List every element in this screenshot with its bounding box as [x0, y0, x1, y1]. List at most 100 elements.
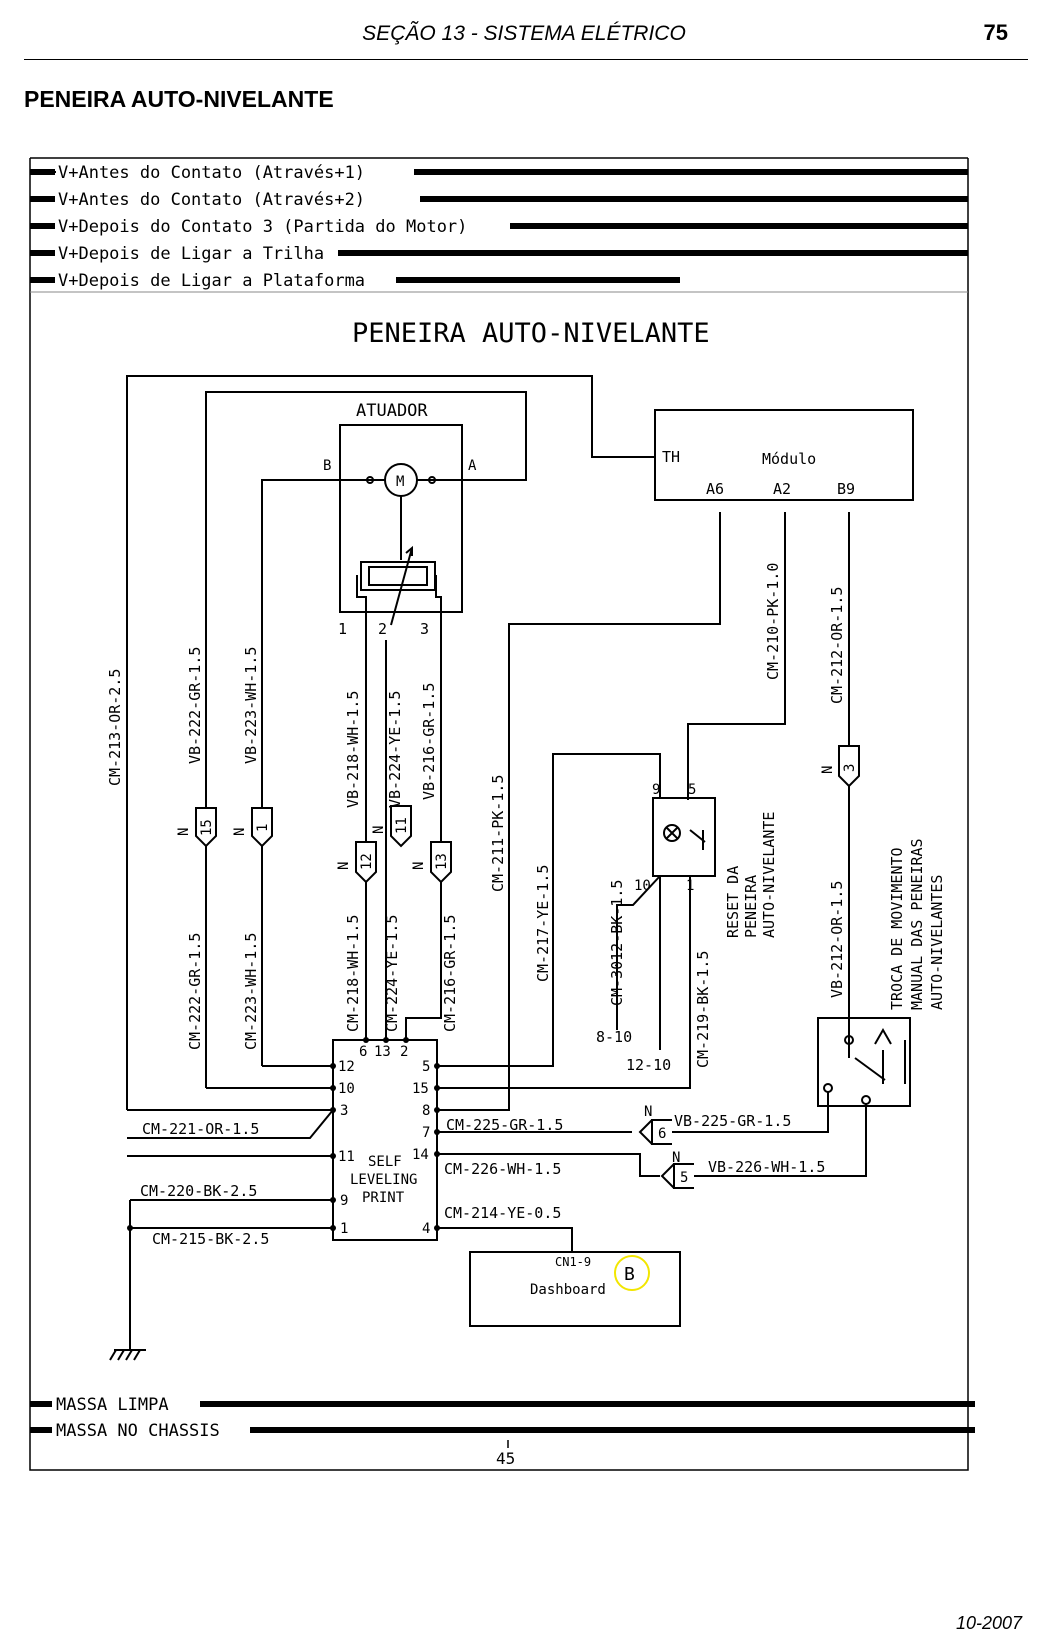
reset-pin-10: 10: [634, 878, 651, 894]
wire-label-cm212: CM-212-OR-1.5: [828, 587, 846, 704]
motor-label: M: [396, 474, 404, 490]
wire-label-vb216: VB-216-GR-1.5: [420, 683, 438, 800]
module-title: Módulo: [762, 450, 816, 468]
pcb-right-pin-7: 7: [422, 1125, 430, 1141]
wire-cm219: [437, 876, 691, 1089]
wire-label-vb223: VB-223-WH-1.5: [242, 647, 260, 764]
bottom-bus-lines: [30, 1401, 975, 1433]
connector-3: [838, 745, 860, 788]
dashboard-connector: CN1-9: [555, 1255, 591, 1269]
actuator-box: [339, 424, 463, 613]
wire-label-vb222: VB-222-GR-1.5: [186, 647, 204, 764]
pcb-top-pin-6: 6: [359, 1044, 367, 1060]
pcb-right-pin-8: 8: [422, 1103, 430, 1119]
wire-label-cm214: CM-214-YE-0.5: [444, 1204, 561, 1222]
wire-label-cm213: CM-213-OR-2.5: [106, 669, 124, 786]
wire-vb225: [672, 1092, 829, 1133]
wire-label-cm220: CM-220-BK-2.5: [140, 1182, 257, 1200]
wire-cm226: [437, 1153, 660, 1177]
bus-label-5: V+Depois de Ligar a Plataforma: [58, 271, 365, 291]
connector-11: [390, 805, 412, 848]
pcb-right-pin-14: 14: [412, 1147, 429, 1163]
pcb-label-3: PRINT: [362, 1190, 405, 1206]
pcb-left-pin-3: 3: [340, 1103, 348, 1119]
actuator-pin-1: 1: [338, 620, 347, 638]
wire-label-cm211: CM-211-PK-1.5: [489, 775, 507, 892]
wire-label-vb218: VB-218-WH-1.5: [344, 691, 362, 808]
module-pin-a6: A6: [706, 480, 724, 498]
manual-switch-box: [817, 1017, 911, 1107]
connector-label-12: 12: [359, 853, 375, 870]
dashboard-label: Dashboard: [530, 1282, 606, 1298]
pcb-label-2: LEVELING: [350, 1172, 417, 1188]
bus-label-4: V+Depois de Ligar a Trilha: [58, 244, 324, 264]
connector-1: [251, 807, 273, 848]
wire-label-cm210: CM-210-PK-1.0: [764, 563, 782, 680]
pcb-top-pin-13: 13: [374, 1044, 391, 1060]
connector-n-5: N: [672, 1150, 680, 1166]
pcb-right-pin-4: 4: [422, 1221, 430, 1237]
page-header: SEÇÃO 13 - SISTEMA ELÉTRICO 75: [0, 0, 1048, 70]
wire-vb226: [694, 1104, 867, 1177]
wire-label-vb225: VB-225-GR-1.5: [674, 1112, 791, 1130]
footer-date: 10-2007: [955, 1613, 1022, 1633]
wire-label-cm225: CM-225-GR-1.5: [446, 1116, 563, 1134]
pcb-top-pin-2: 2: [400, 1044, 408, 1060]
wire-label-cm223: CM-223-WH-1.5: [242, 933, 260, 1050]
connector-n-12: N: [336, 862, 352, 870]
page-number: 75: [983, 20, 1008, 45]
pcb-left-pin-1: 1: [340, 1221, 348, 1237]
actuator-pin-2: 2: [378, 620, 387, 638]
reset-switch-box: [652, 797, 716, 877]
wire-label-cm219: CM-219-BK-1.5: [694, 951, 712, 1068]
diagram-title: PENEIRA AUTO-NIVELANTE: [352, 318, 710, 349]
ref-8-10: 8-10: [596, 1028, 632, 1046]
wire-ground: [129, 1199, 333, 1350]
wire-label-cm216: CM-216-GR-1.5: [441, 915, 459, 1032]
connector-label-3: 3: [842, 764, 858, 772]
wire-label-cm218: CM-218-WH-1.5: [344, 915, 362, 1032]
module-th: TH: [662, 448, 680, 466]
diagram-frame: [29, 157, 969, 1471]
wire-cm214: [437, 1227, 573, 1252]
manual-switch-label-3: AUTO-NIVELANTES: [928, 875, 946, 1010]
wire-label-cm226: CM-226-WH-1.5: [444, 1160, 561, 1178]
wire-cm210: [687, 512, 786, 800]
connector-label-1: 1: [255, 824, 271, 832]
wire-cm211: [437, 512, 721, 1111]
module-box: [654, 409, 914, 501]
wire-cm217: [437, 753, 661, 1067]
connector-13: [430, 841, 452, 884]
actuator-terminal-b: B: [323, 458, 331, 474]
wire-label-cm215: CM-215-BK-2.5: [152, 1230, 269, 1248]
connector-label-5: 5: [680, 1170, 688, 1186]
manual-switch-label-1: TROCA DE MOVIMENTO: [888, 847, 906, 1010]
pcb-left-pin-10: 10: [338, 1081, 355, 1097]
pcb-label-1: SELF: [368, 1154, 402, 1170]
wire-cm213: [126, 375, 655, 1110]
callout-circle: [614, 1255, 650, 1291]
pcb-right-pin-5: 5: [422, 1059, 430, 1075]
section-header-title: SEÇÃO 13 - SISTEMA ELÉTRICO: [362, 22, 686, 45]
connector-6: [638, 1119, 672, 1145]
reset-label-1: RESET DA: [724, 866, 742, 938]
pcb-right-pin-15: 15: [412, 1081, 429, 1097]
reset-pin-9: 9: [652, 782, 660, 798]
bus-label-1: V+Antes do Contato (Através+1): [58, 163, 365, 183]
bus-label-3: V+Depois do Contato 3 (Partida do Motor): [58, 217, 467, 237]
header-divider: [24, 59, 1028, 60]
ref-12-10: 12-10: [626, 1056, 671, 1074]
connector-n-1: N: [232, 828, 248, 836]
wire-label-vb224: VB-224-YE-1.5: [386, 691, 404, 808]
wire-cm3012: [616, 875, 661, 1030]
wire-vb223: [261, 479, 327, 1066]
wire-label-cm224: CM-224-YE-1.5: [383, 915, 401, 1032]
module-pin-b9: B9: [837, 480, 855, 498]
wire-label-cm221: CM-221-OR-1.5: [142, 1120, 259, 1138]
sheet-number: 45: [496, 1449, 515, 1468]
wire-label-cm222: CM-222-GR-1.5: [186, 933, 204, 1050]
connector-label-11: 11: [394, 817, 410, 834]
bottom-bus-label-1: MASSA LIMPA: [56, 1395, 169, 1415]
pcb-left-pin-9: 9: [340, 1193, 348, 1209]
connector-n-6: N: [644, 1104, 652, 1120]
